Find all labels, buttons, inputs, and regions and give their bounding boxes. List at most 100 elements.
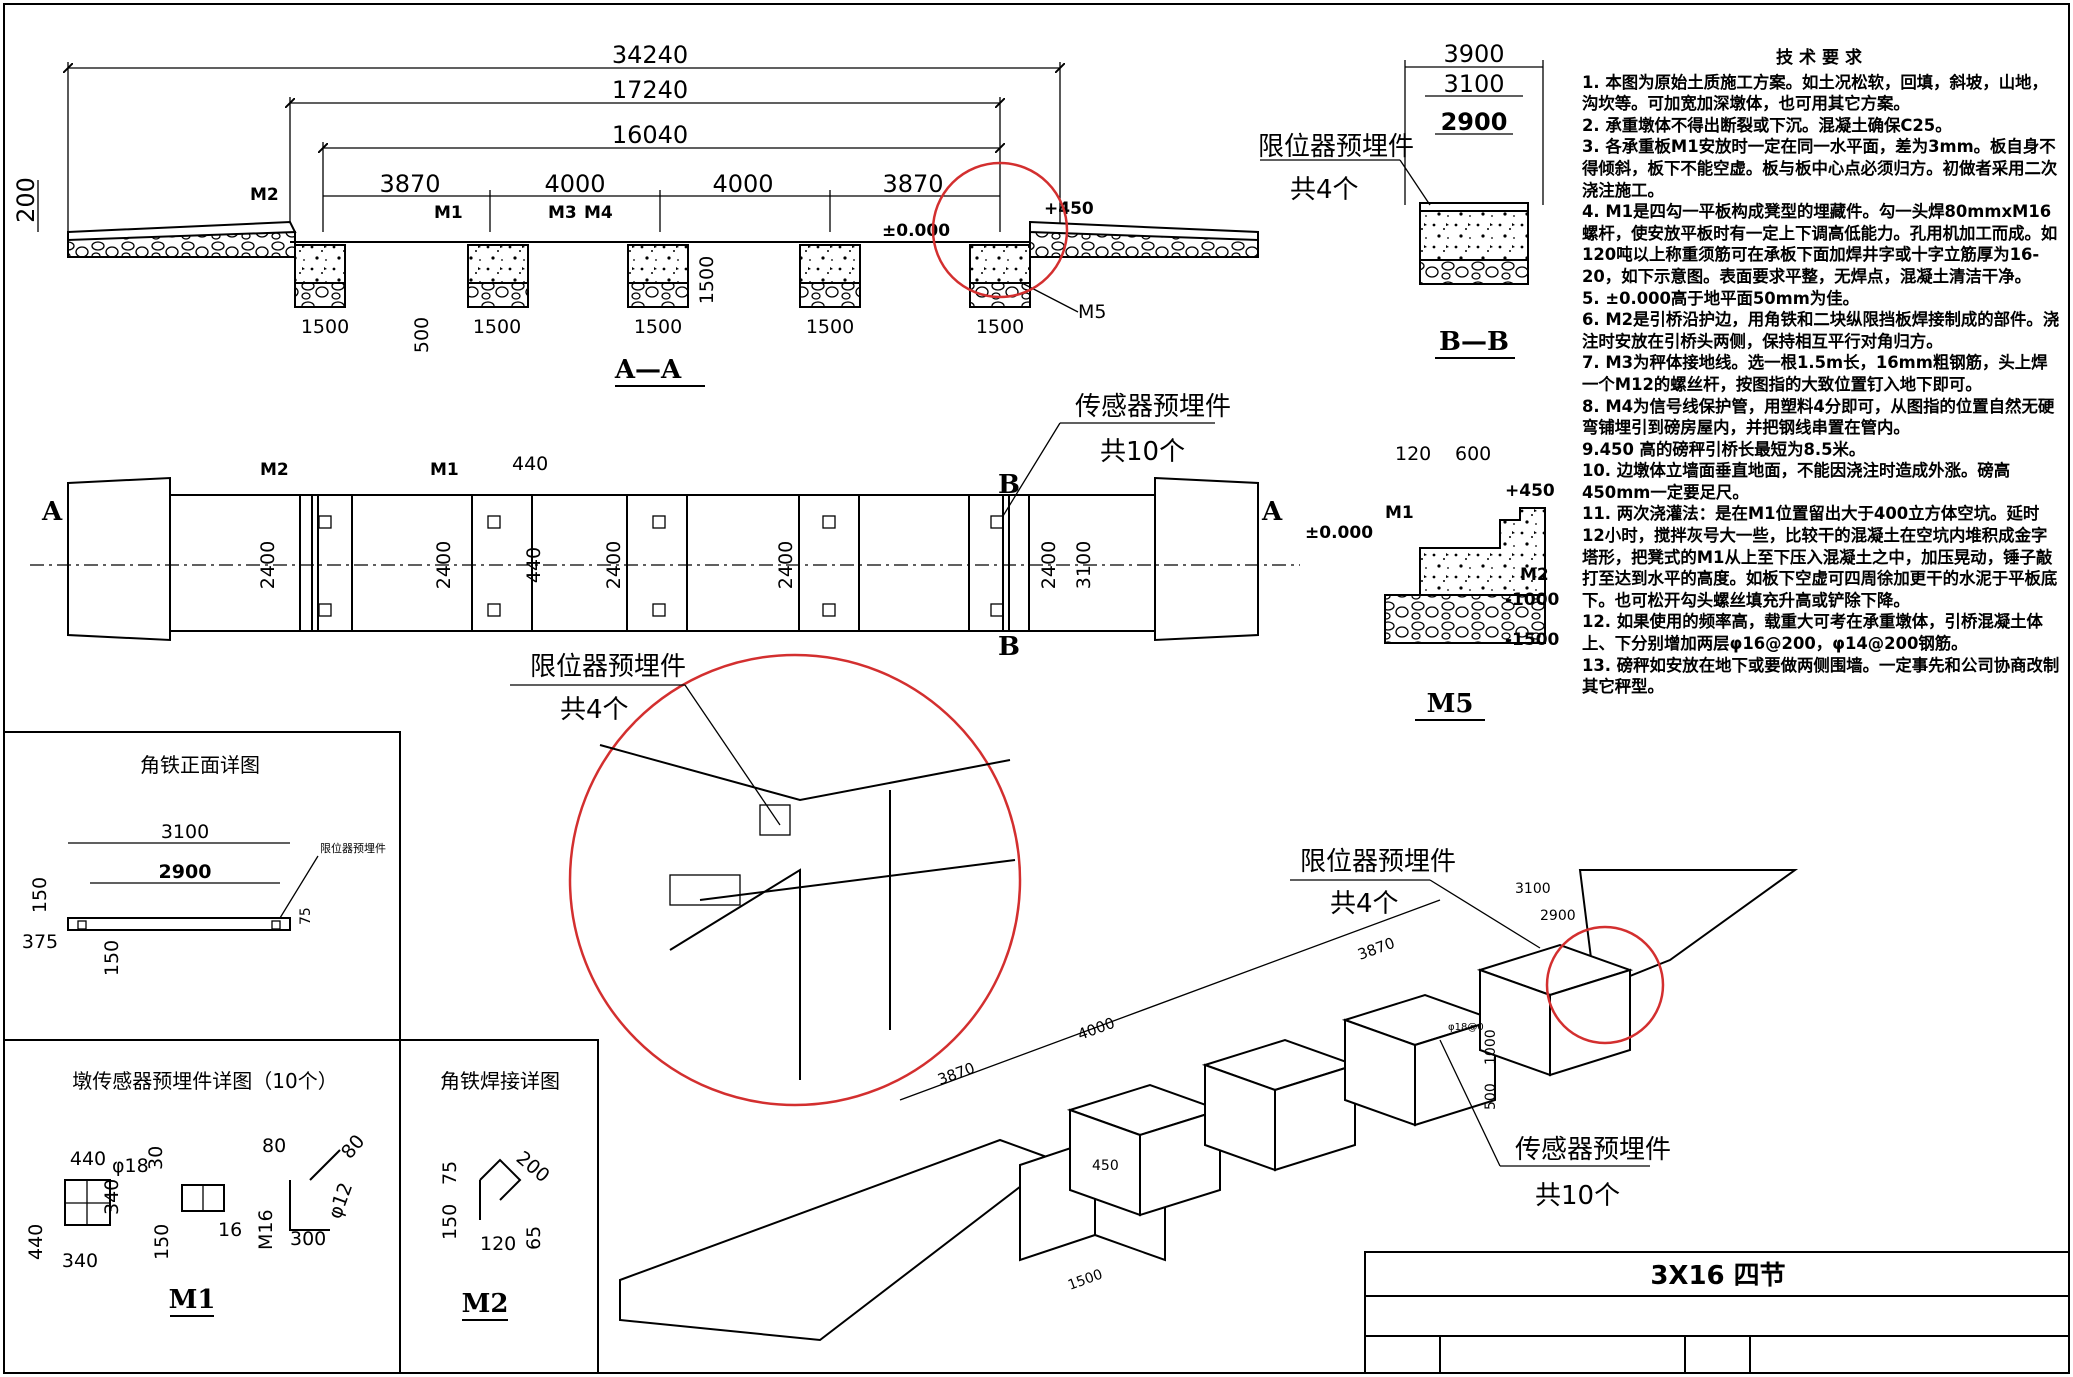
m1-d-440b: 440 bbox=[25, 1224, 47, 1260]
m5-detail: 120 600 +450 ±0.000 -1000 -1500 M1 M2 M5 bbox=[1305, 443, 1560, 721]
af-2900: 2900 bbox=[159, 861, 212, 883]
bb-dim-2900: 2900 bbox=[1441, 108, 1508, 136]
span-3: 4000 bbox=[712, 170, 773, 198]
iso-sensor-label: 传感器预埋件 bbox=[1515, 1135, 1671, 1165]
af-embed: 限位器预埋件 bbox=[320, 841, 386, 855]
m5-title: M5 bbox=[1427, 689, 1474, 719]
angle-front-detail: 角铁正面详图 3100 2900 限位器预埋件 150 375 150 75 bbox=[22, 753, 386, 976]
bb-embed-count: 共4个 bbox=[1290, 175, 1359, 205]
af-150b: 150 bbox=[101, 940, 123, 976]
m1-d-30: 30 bbox=[145, 1146, 167, 1170]
section-bb-title: B—B bbox=[1439, 327, 1509, 357]
bb-embed-label: 限位器预埋件 bbox=[1258, 132, 1414, 162]
m1-d-440: 440 bbox=[70, 1148, 106, 1170]
elev-zero-aa: ±0.000 bbox=[882, 221, 950, 241]
tech-item-10: 10. 边墩体立墙面垂直地面，不能因浇注时造成外涨。磅高450mm一定要足尺。 bbox=[1582, 461, 2011, 502]
label-m4: M4 bbox=[584, 203, 613, 223]
tech-title: 技术要求 bbox=[1776, 48, 1868, 68]
m1-d-150: 150 bbox=[151, 1224, 173, 1260]
iso-dim-450: 450 bbox=[1092, 1158, 1119, 1174]
m2-d-120: 120 bbox=[480, 1233, 516, 1255]
angle-front-title: 角铁正面详图 bbox=[140, 753, 260, 777]
pier-depth: 500 bbox=[411, 317, 433, 353]
iso-dim-3100: 3100 bbox=[1515, 881, 1551, 897]
m5-elev-zero: ±0.000 bbox=[1305, 523, 1373, 543]
span-2: 4000 bbox=[544, 170, 605, 198]
m1-d-16: 16 bbox=[218, 1219, 242, 1241]
iso-dim-1000: 1000 bbox=[1483, 1029, 1499, 1065]
section-aa-title: A—A bbox=[614, 355, 682, 385]
pier-w-5: 1500 bbox=[976, 316, 1024, 338]
plan-sensor-label: 传感器预埋件 bbox=[1075, 392, 1231, 422]
tech-item-2: 2. 承重墩体不得出断裂或下沉。混凝土确保C25。 bbox=[1582, 115, 1952, 135]
m5-elev-1500: -1500 bbox=[1505, 630, 1560, 650]
m2-title: 角铁焊接详图 bbox=[440, 1069, 560, 1093]
pier-w-2: 1500 bbox=[473, 316, 521, 338]
label-m1: M1 bbox=[434, 203, 463, 223]
af-150: 150 bbox=[29, 877, 51, 913]
title-block-name: 3X16 四节 bbox=[1650, 1261, 1785, 1291]
plan-3100: 3100 bbox=[1073, 541, 1095, 589]
af-75: 75 bbox=[298, 907, 314, 925]
sheet-border bbox=[3, 3, 2070, 1374]
tech-item-1: 1. 本图为原始土质施工方案。如土况松软，回填，斜坡，山地，沟坎等。可加宽加深墩… bbox=[1582, 72, 2048, 114]
m5-dim-120: 120 bbox=[1395, 443, 1431, 465]
plan-440-side: 440 bbox=[523, 547, 545, 583]
m1-d-80a: 80 bbox=[262, 1135, 286, 1157]
m5-elev-450: +450 bbox=[1505, 481, 1555, 501]
span-1: 3870 bbox=[379, 170, 440, 198]
iso-dim-1500: 1500 bbox=[1066, 1267, 1105, 1294]
section-aa: 34240 17240 16040 3870 4000 4000 3870 20… bbox=[12, 41, 1259, 387]
angle-front-box bbox=[3, 731, 401, 1041]
m1-d-340b: 340 bbox=[62, 1250, 98, 1272]
elev-450-aa: +450 bbox=[1044, 199, 1094, 219]
dim-17240: 17240 bbox=[612, 76, 688, 104]
tech-item-3: 3. 各承重板M1安放时一定在同一水平面，差为3mm。板自身不得倾斜，板下不能空… bbox=[1582, 137, 2058, 200]
m1-d-phi18: φ18 bbox=[112, 1155, 149, 1177]
m5-m2: M2 bbox=[1520, 565, 1549, 585]
plan-2400-5: 2400 bbox=[1038, 541, 1060, 589]
plan-440-top: 440 bbox=[512, 453, 548, 475]
iso-limit-count: 共4个 bbox=[1330, 889, 1399, 919]
zoom-detail: 限位器预埋件 共4个 bbox=[510, 652, 1022, 1107]
m1-detail: 墩传感器预埋件详图（10个） 440 φ18 30 340 440 340 16… bbox=[25, 1069, 369, 1317]
m1-d-phi12: φ12 bbox=[324, 1180, 357, 1222]
m1-name: M1 bbox=[169, 1285, 216, 1315]
iso-sensor-count: 共10个 bbox=[1535, 1181, 1620, 1211]
tech-item-11: 11. 两次浇灌法：是在M1位置留出大于400立方体空坑。延时12小时，搅拌灰号… bbox=[1582, 504, 2058, 610]
bb-dim-3100: 3100 bbox=[1443, 70, 1504, 98]
dim-200: 200 bbox=[12, 177, 40, 223]
m2-d-150: 150 bbox=[439, 1204, 461, 1240]
af-375: 375 bbox=[22, 931, 58, 953]
m2-detail-box bbox=[399, 1039, 599, 1374]
dim-16040: 16040 bbox=[612, 121, 688, 149]
plan-m2: M2 bbox=[260, 460, 289, 480]
pier-w-4: 1500 bbox=[806, 316, 854, 338]
m2-d-65: 65 bbox=[523, 1226, 545, 1250]
iso-dim-2900: 2900 bbox=[1540, 908, 1576, 924]
iso-dim-4000: 4000 bbox=[1075, 1014, 1117, 1044]
tech-item-12: 12. 如果使用的频率高，载重大可考在承重墩体，引桥混凝土体上、下分别增加两层φ… bbox=[1582, 612, 2043, 654]
m5-dim-600: 600 bbox=[1455, 443, 1491, 465]
iso-anchor-dim: φ18@0 bbox=[1448, 1022, 1484, 1033]
m5-elev-1000: -1000 bbox=[1505, 590, 1560, 610]
tech-item-5: 5. ±0.000高于地平面50mm为佳。 bbox=[1582, 288, 1860, 308]
m2-name: M2 bbox=[462, 1289, 509, 1319]
zoom-count: 共4个 bbox=[560, 695, 629, 725]
label-m3: M3 bbox=[548, 203, 577, 223]
tech-item-4: 4. M1是四勾一平板构成凳型的埋藏件。勾一头焊80mmxM16螺杆，使安放平板… bbox=[1582, 202, 2058, 286]
m1-d-m16: M16 bbox=[255, 1209, 277, 1250]
dim-34240: 34240 bbox=[612, 41, 688, 69]
tech-item-6: 6. M2是引桥沿护边，用角铁和二块纵限挡板焊接制成的部件。浇注时安放在引桥头两… bbox=[1582, 310, 2060, 351]
section-bb: 3900 3100 2900 限位器预埋件 共4个 B—B bbox=[1258, 40, 1544, 359]
plan-sensor-count: 共10个 bbox=[1100, 437, 1185, 467]
iso-dim-3870b: 3870 bbox=[1355, 934, 1397, 964]
m2-d-75: 75 bbox=[439, 1161, 461, 1185]
m1-title: 墩传感器预埋件详图（10个） bbox=[72, 1069, 337, 1093]
technical-requirements: 技术要求 1. 本图为原始土质施工方案。如土况松软，回填，斜坡，山地，沟坎等。可… bbox=[1582, 48, 2062, 698]
sec-mark-b-top: B bbox=[998, 470, 1020, 500]
pier-w-1: 1500 bbox=[301, 316, 349, 338]
plan-2400-4: 2400 bbox=[775, 541, 797, 589]
plan-view: 2400 2400 440 2400 2400 2400 3100 440 M2… bbox=[30, 392, 1300, 662]
